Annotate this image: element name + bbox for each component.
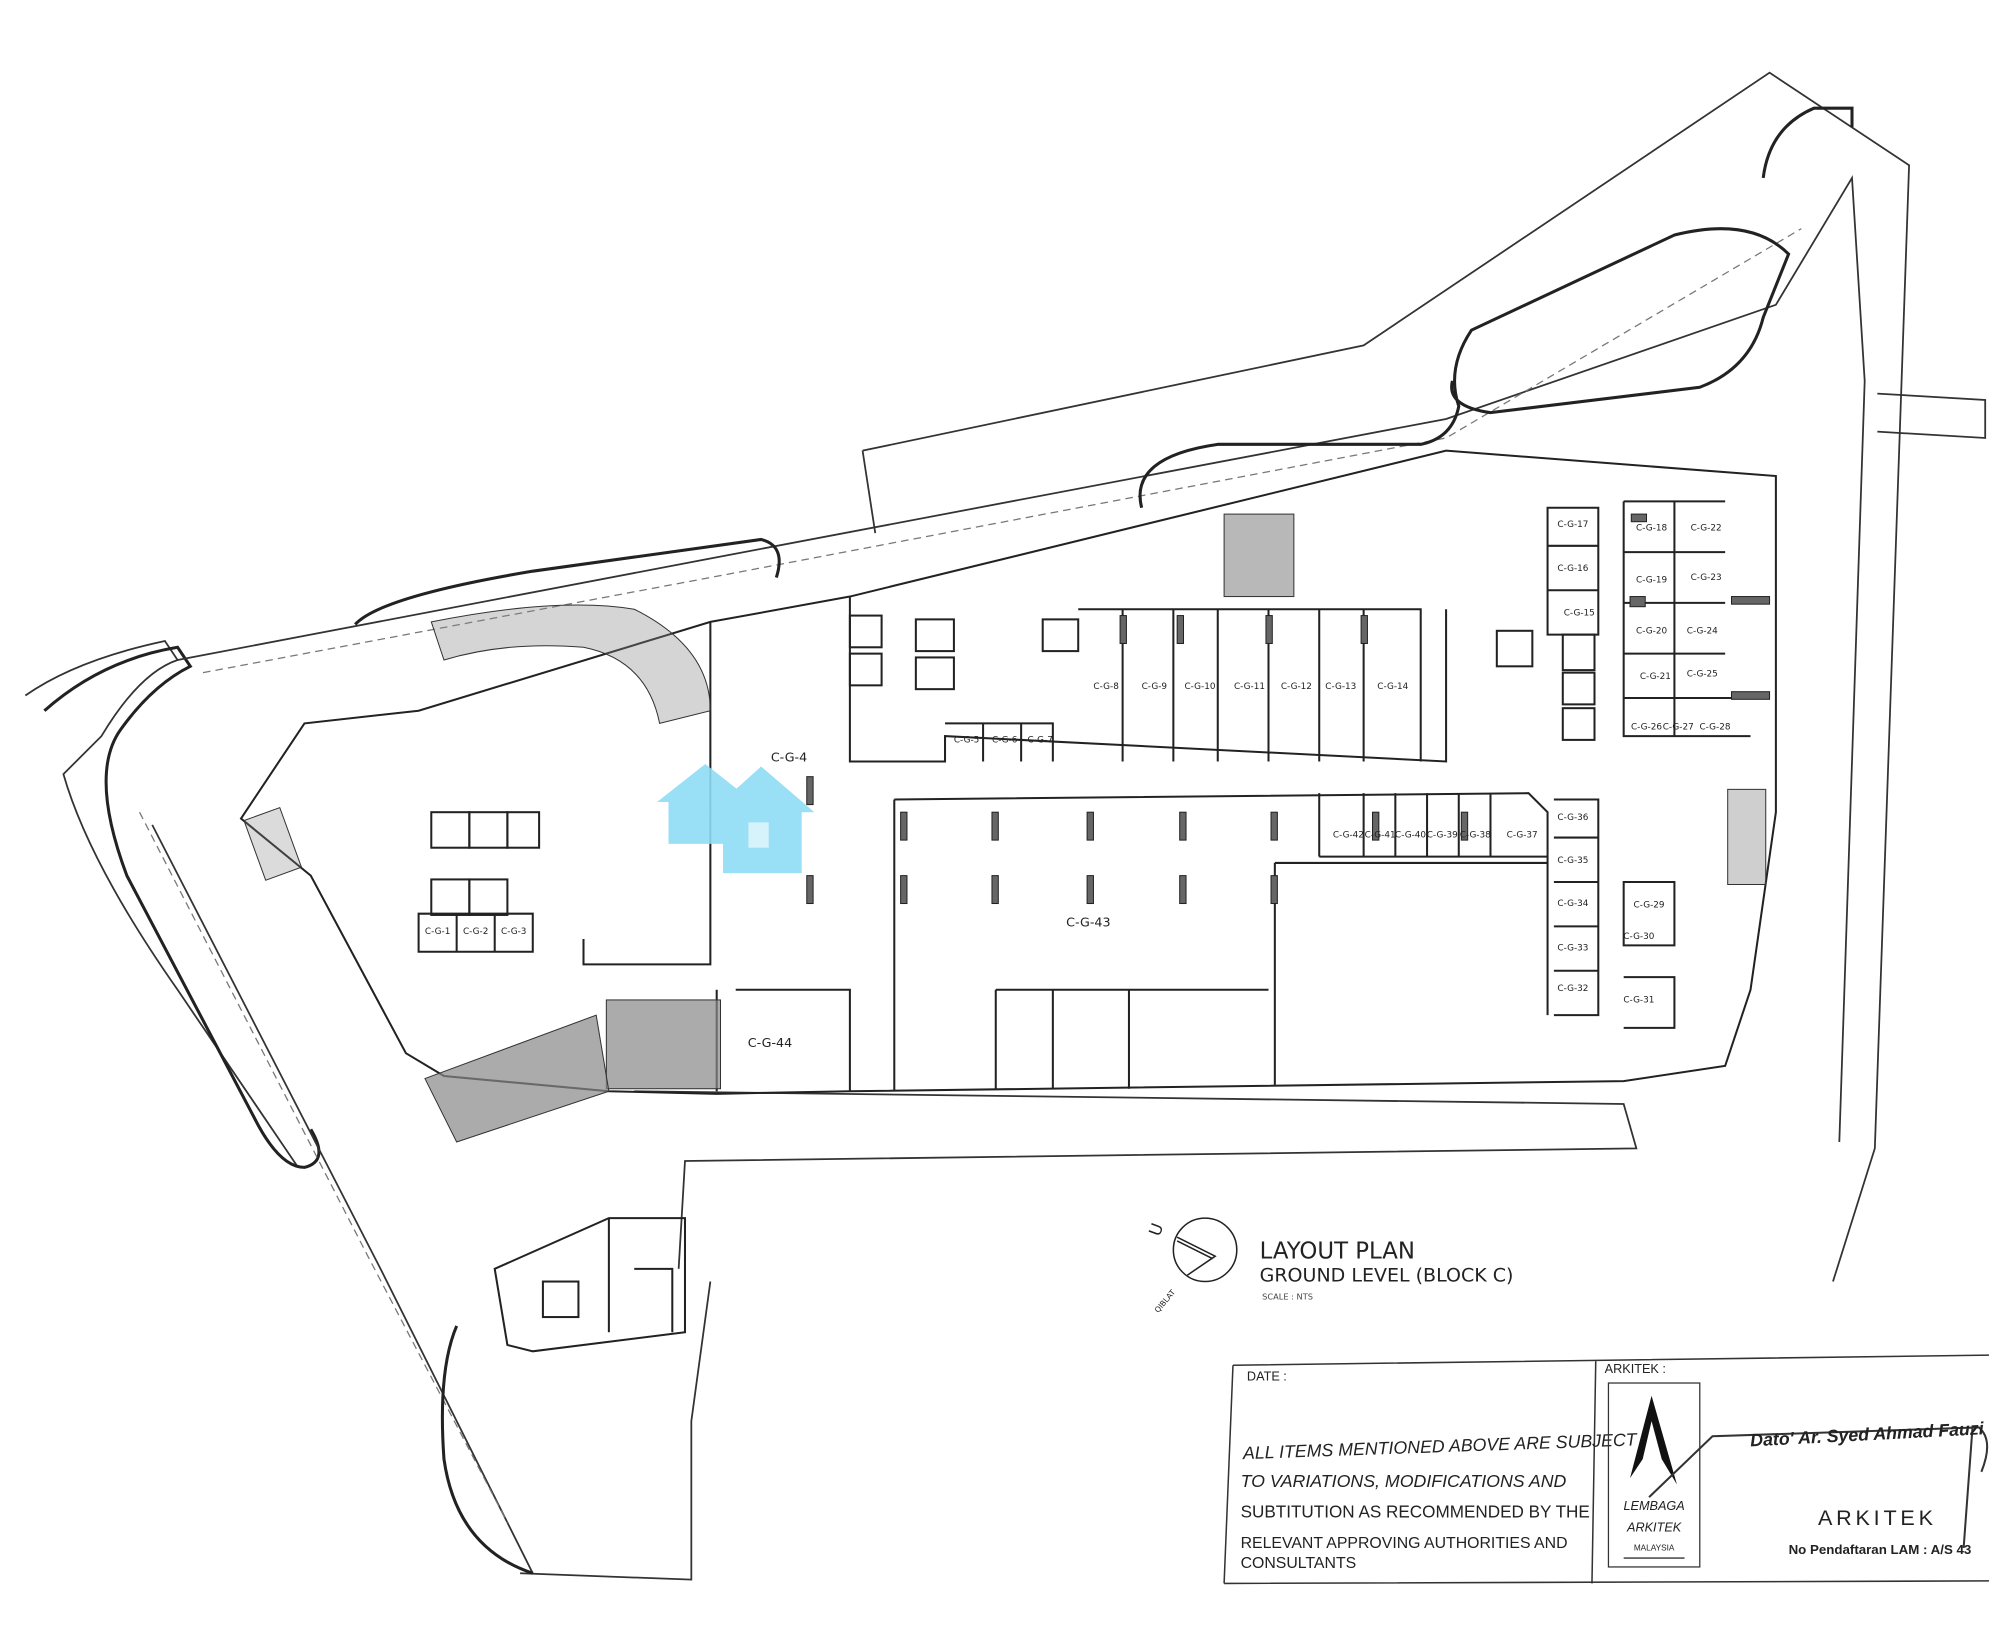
unit-label: C-G-37 (1507, 831, 1538, 841)
unit-label: C-G-17 (1557, 520, 1588, 530)
north-arrow-icon: U QIBLAT (1145, 1217, 1238, 1315)
unit-label: C-G-7 (1027, 735, 1052, 745)
unit-label: C-G-15 (1564, 609, 1595, 619)
unit-label: C-G-5 (954, 735, 979, 745)
building-footprint (239, 449, 1777, 1095)
unit-label: C-G-19 (1636, 576, 1667, 586)
unit-label: C-G-25 (1687, 669, 1718, 679)
unit-label: C-G-41 (1365, 831, 1396, 841)
unit-label: C-G-21 (1640, 672, 1671, 682)
unit-label: C-G-22 (1691, 524, 1722, 534)
unit-label: C-G-18 (1636, 524, 1667, 534)
lower-block (493, 1217, 687, 1353)
unit-label: C-G-14 (1377, 682, 1408, 692)
unit-label: C-G-44 (748, 1035, 792, 1050)
unit-label: C-G-12 (1281, 682, 1312, 692)
unit-label: C-G-31 (1623, 995, 1654, 1005)
logo-line: ARKITEK (1626, 1520, 1682, 1534)
unit-label: C-G-6 (992, 735, 1018, 745)
note-line: ALL ITEMS MENTIONED ABOVE ARE SUBJECT (1242, 1429, 1638, 1463)
unit-label: C-G-28 (1699, 723, 1730, 733)
unit-label: C-G-27 (1663, 723, 1694, 733)
unit-label: C-G-32 (1557, 984, 1588, 994)
date-label: DATE : (1247, 1369, 1287, 1383)
unit-label: C-G-34 (1557, 899, 1588, 909)
unit-label: C-G-13 (1325, 682, 1356, 692)
house-watermark-icon (657, 763, 815, 874)
unit-label: C-G-26 (1631, 723, 1662, 733)
unit-label: C-G-33 (1557, 943, 1588, 953)
unit-label: C-G-29 (1634, 900, 1665, 910)
plan-subtitle: GROUND LEVEL (BLOCK C) (1260, 1265, 1514, 1287)
unit-label: C-G-2 (463, 927, 488, 937)
plan-scale: SCALE : NTS (1262, 1291, 1313, 1301)
architect-name: Dato' Ar. Syed Ahmad Fauzi B. Syed (1750, 1415, 1989, 1451)
unit-label: C-G-35 (1557, 856, 1588, 866)
site-boundary (24, 71, 1987, 1581)
columns (806, 513, 1771, 905)
arkitek-label: ARKITEK : (1605, 1362, 1666, 1376)
unit-labels: C-G-1 C-G-2 C-G-3 C-G-4 C-G-5 C-G-6 C-G-… (425, 520, 1731, 1050)
unit-label: C-G-42 (1333, 831, 1364, 841)
note-line: RELEVANT APPROVING AUTHORITIES AND (1241, 1535, 1568, 1552)
unit-label: C-G-3 (501, 927, 526, 937)
title-block: DATE : ALL ITEMS MENTIONED ABOVE ARE SUB… (1223, 1354, 1989, 1585)
unit-label: C-G-39 (1427, 831, 1458, 841)
unit-label: C-G-16 (1557, 564, 1588, 574)
unit-label: C-G-40 (1395, 831, 1426, 841)
unit-label: C-G-23 (1691, 573, 1722, 583)
unit-label: C-G-24 (1687, 626, 1718, 636)
unit-label: C-G-8 (1093, 682, 1119, 692)
lam-logo: LEMBAGA ARKITEK MALAYSIA (1607, 1382, 1701, 1568)
unit-label: C-G-11 (1234, 682, 1265, 692)
architect-role: ARKITEK (1818, 1505, 1937, 1530)
unit-label: C-G-20 (1636, 626, 1667, 636)
qiblat-label: QIBLAT (1153, 1288, 1178, 1315)
unit-label: C-G-4 (771, 749, 807, 764)
registration-number: No Pendaftaran LAM : A/S 43 (1789, 1542, 1972, 1557)
unit-label: C-G-10 (1184, 682, 1215, 692)
unit-label: C-G-9 (1142, 682, 1168, 692)
lift-cores (430, 614, 1596, 1319)
north-label: U (1145, 1221, 1167, 1239)
note-line: CONSULTANTS (1241, 1555, 1357, 1572)
ramps-and-stairs (243, 513, 1767, 1143)
plan-title: LAYOUT PLAN (1260, 1239, 1415, 1265)
unit-label: C-G-43 (1066, 914, 1110, 929)
unit-label: C-G-30 (1623, 932, 1654, 942)
logo-line: LEMBAGA (1623, 1499, 1684, 1513)
note-line: SUBTITUTION AS RECOMMENDED BY THE (1241, 1502, 1590, 1521)
note-line: TO VARIATIONS, MODIFICATIONS AND (1241, 1471, 1567, 1491)
unit-label: C-G-1 (425, 927, 450, 937)
logo-line: MALAYSIA (1634, 1543, 1675, 1552)
unit-label: C-G-36 (1557, 813, 1588, 823)
signature (1648, 1426, 1989, 1548)
unit-label: C-G-38 (1460, 831, 1491, 841)
